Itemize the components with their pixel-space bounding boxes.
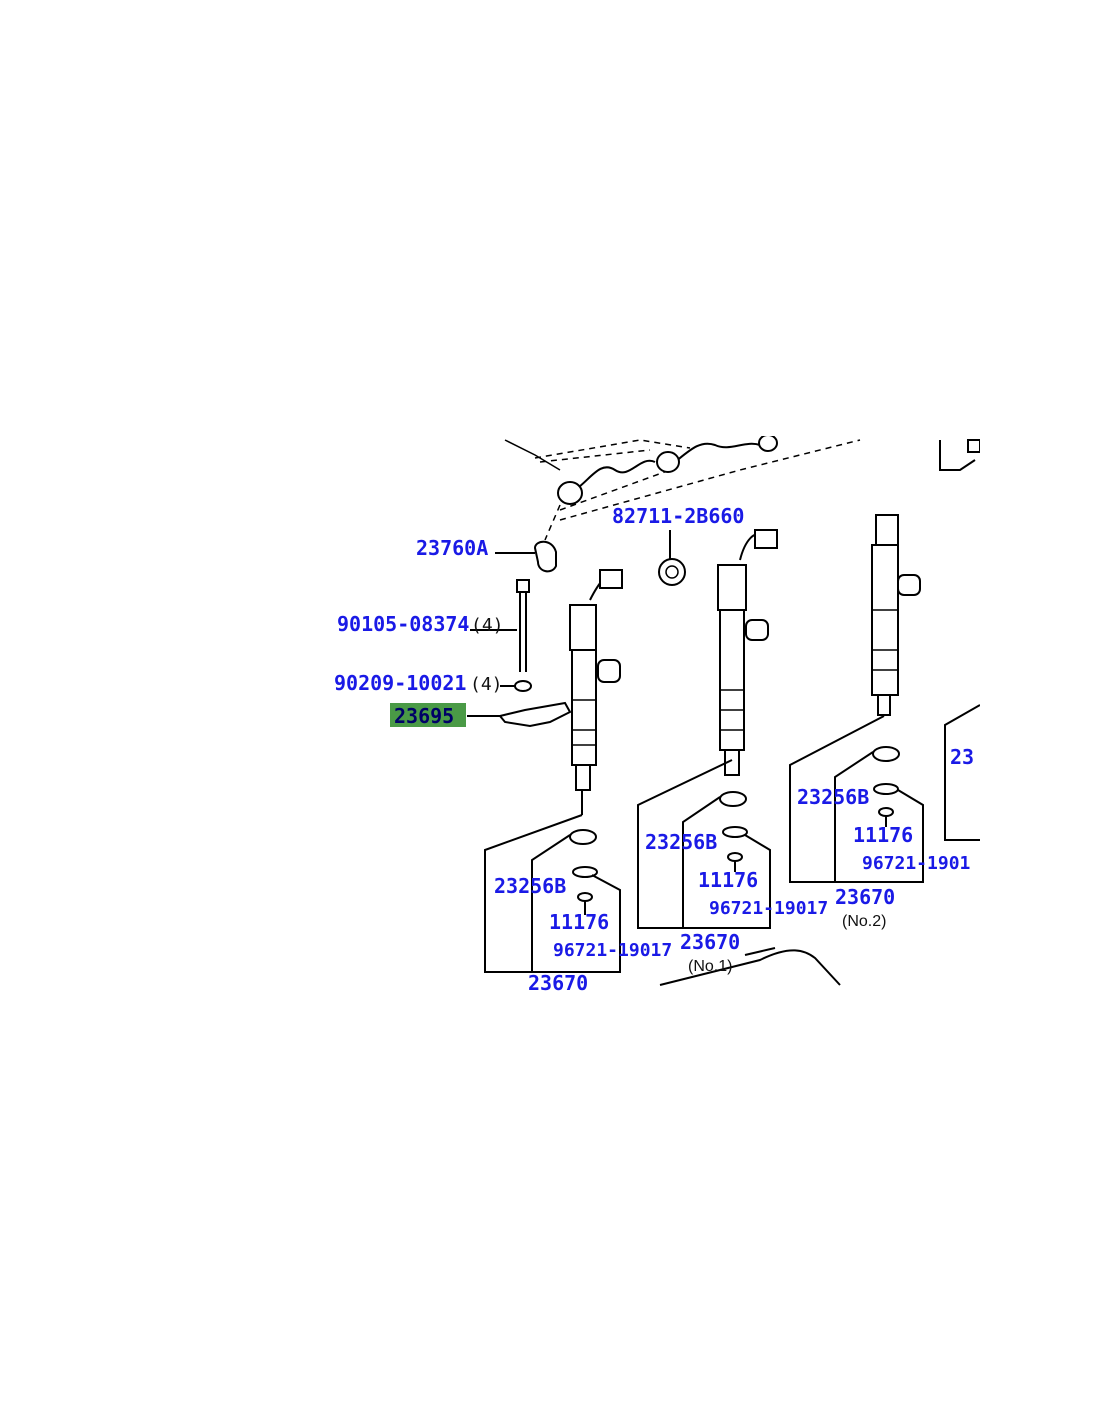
bolt-part <box>470 579 530 672</box>
label-23256b-2[interactable]: 23256B <box>645 830 717 854</box>
label-82711-2b660[interactable]: 82711-2B660 <box>612 504 744 528</box>
highlight-box <box>390 703 466 727</box>
label-90105-08374[interactable]: 90105-08374 <box>337 612 469 636</box>
label-11176-1[interactable]: 11176 <box>549 910 609 934</box>
label-11176-3[interactable]: 11176 <box>853 823 913 847</box>
label-96721-3[interactable]: 96721-1901 <box>862 853 970 874</box>
label-23256b-3[interactable]: 23256B <box>797 785 869 809</box>
label-23695[interactable]: 23695 <box>394 704 454 728</box>
label-11176-2[interactable]: 11176 <box>698 868 758 892</box>
label-23670-bottom[interactable]: 23670 <box>528 971 588 995</box>
injector-3 <box>871 514 921 716</box>
seal-set-1 <box>484 814 621 973</box>
label-23760a[interactable]: 23760A <box>416 536 488 560</box>
clamp-23695-part <box>467 701 572 728</box>
note-no1: (No.1) <box>688 958 732 975</box>
clip-23760a-part <box>495 540 557 573</box>
cylinder-head-outline <box>659 949 841 986</box>
seal-set-2 <box>637 759 771 929</box>
label-90209-10021[interactable]: 90209-10021 <box>334 671 466 695</box>
washer-part <box>500 680 532 692</box>
cylinder-head-edge <box>744 947 776 956</box>
label-23670-no1[interactable]: 23670 <box>680 930 740 954</box>
injector-2 <box>717 529 778 776</box>
label-96721-1[interactable]: 96721-19017 <box>553 940 672 961</box>
exploded-view-artwork <box>467 436 980 986</box>
note-no2: (No.2) <box>842 913 886 930</box>
label-bolt-qty: (4) <box>471 615 504 636</box>
label-23670-no2[interactable]: 23670 <box>835 885 895 909</box>
injector-1 <box>569 569 623 815</box>
label-23256b-1[interactable]: 23256B <box>494 874 566 898</box>
label-washer-qty: (4) <box>470 674 503 695</box>
label-partial-right[interactable]: 23 <box>950 745 974 769</box>
seal-set-3 <box>789 704 980 883</box>
fuel-return-pipe <box>504 436 980 541</box>
label-96721-2[interactable]: 96721-19017 <box>709 898 828 919</box>
clamp-82711-part <box>658 530 686 586</box>
